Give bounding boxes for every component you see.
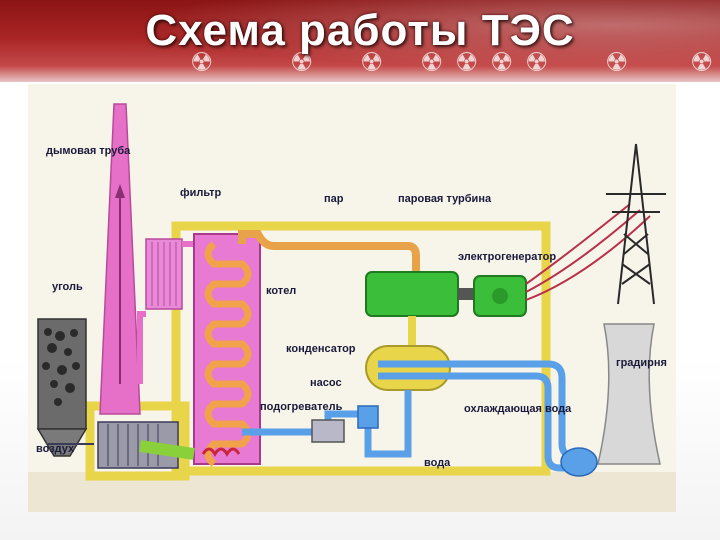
flue-duct xyxy=(137,311,146,384)
power-pylon xyxy=(606,143,666,305)
building-frame xyxy=(171,221,551,476)
label-water: вода xyxy=(424,457,451,469)
coal-mill-grid xyxy=(107,424,159,466)
power-wire xyxy=(525,209,641,293)
tes-diagram: дымовая труба фильтр пар паровая турбина… xyxy=(28,84,676,512)
radiation-icon: ☢ xyxy=(190,48,214,78)
power-wire xyxy=(525,215,651,301)
flame-icon xyxy=(201,447,241,457)
radiation-icon: ☢ xyxy=(525,48,549,78)
condenser xyxy=(365,345,451,391)
label-filter: фильтр xyxy=(180,187,222,199)
label-chimney: дымовая труба xyxy=(46,145,131,157)
coal-pieces xyxy=(42,328,80,406)
turbine-shaft xyxy=(458,288,474,300)
label-generator: электрогенератор xyxy=(458,251,556,263)
cooling-basin xyxy=(560,447,598,477)
heater xyxy=(311,419,345,443)
radiation-icon: ☢ xyxy=(290,48,314,78)
label-air: воздух xyxy=(36,443,75,455)
filter-fins xyxy=(151,242,177,306)
generator-hub xyxy=(492,288,508,304)
label-boiler: котел xyxy=(266,285,296,297)
header-glow xyxy=(0,0,720,82)
page-title: Схема работы ТЭС xyxy=(145,6,575,55)
radiation-icon: ☢ xyxy=(360,48,384,78)
label-turbine: паровая турбина xyxy=(398,193,492,205)
radiation-icon: ☢ xyxy=(490,48,514,78)
radiation-icon: ☢ xyxy=(690,48,714,78)
power-wire xyxy=(525,203,631,285)
slide-header: ☢ ☢ ☢ ☢ ☢ ☢ ☢ ☢ ☢ Схема работы ТЭС xyxy=(0,0,720,82)
radiation-icon: ☢ xyxy=(420,48,444,78)
tes-diagram-svg: дымовая труба фильтр пар паровая турбина… xyxy=(28,84,676,512)
label-heater: подогреватель xyxy=(260,401,343,413)
label-coal: уголь xyxy=(52,281,83,293)
arrow-up-icon xyxy=(115,184,125,198)
coal-hopper xyxy=(36,428,88,457)
cooling-tower xyxy=(597,323,661,465)
cooling-water-return-pipe xyxy=(378,372,588,472)
label-steam: пар xyxy=(324,193,344,205)
label-pump: насос xyxy=(310,377,342,389)
boiler-coil xyxy=(204,241,252,467)
air-duct xyxy=(139,440,195,460)
radiation-icon: ☢ xyxy=(605,48,629,78)
label-condenser: конденсатор xyxy=(286,343,356,355)
steam-pipe xyxy=(238,230,420,274)
label-cooling-tower: градирня xyxy=(616,357,667,369)
label-cooling-water: охлаждающая вода xyxy=(464,403,572,415)
steam-turbine xyxy=(365,271,459,317)
pump xyxy=(357,405,379,429)
radiation-icon: ☢ xyxy=(455,48,479,78)
